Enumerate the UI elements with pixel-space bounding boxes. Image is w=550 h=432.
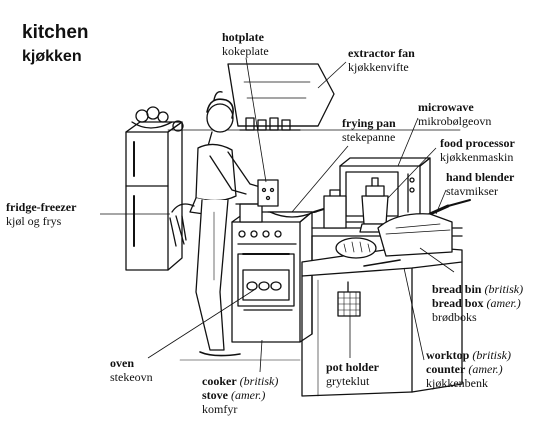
leader-microwave [397,117,419,167]
pot-icon [235,203,267,223]
label-cooker: cooker (britisk) stove (amer.) komfyr [202,374,279,416]
toaster-icon [323,189,347,229]
title-english: kitchen [22,22,89,43]
knife-icon [363,259,401,267]
hand-blender-icon [428,199,471,216]
fridge-freezer-icon [125,121,183,271]
fruit-bowl-icon [131,106,184,132]
leader-frying-pan [291,145,349,213]
spice-shelf-icon [239,117,301,131]
leader-lines [100,57,455,373]
leader-food-processor [387,147,437,199]
extractor-fan-icon [227,63,335,127]
leader-extractor-fan [317,61,347,89]
label-fridge-freezer: fridge-freezer kjøl og frys [6,200,77,228]
label-pot-holder: pot holder gryteklut [326,360,380,388]
bread-bin-icon [377,213,453,257]
label-frying-pan: frying pan stekepanne [342,116,396,144]
grater-icon [257,179,279,207]
leader-hand-blender [435,189,447,215]
leader-oven [147,289,255,359]
leader-hotplate [245,57,267,183]
label-extractor-fan: extractor fan kjøkkenvifte [348,46,415,74]
vegetables-icon [169,203,195,247]
label-food-processor: food processor kjøkkenmaskin [440,136,515,164]
leader-cooker [259,339,263,373]
leader-worktop [403,267,425,361]
leader-bread-bin [419,247,455,273]
label-bread-bin: bread bin (britisk) bread box (amer.) br… [432,282,524,324]
title-norwegian: kjøkken [22,48,82,65]
oven-door-icon [237,253,295,311]
label-microwave: microwave mikrobølgeovn [418,100,492,128]
woman-figure-icon [189,90,265,357]
label-hotplate: hotplate kokeplate [222,30,269,58]
pot-holder-icon [337,281,361,317]
label-oven: oven stekeovn [110,356,153,384]
bread-loaf-icon [335,237,377,259]
label-hand-blender: hand blender stavmikser [446,170,515,198]
label-worktop: worktop (britisk) counter (amer.) kjøkke… [426,348,512,390]
